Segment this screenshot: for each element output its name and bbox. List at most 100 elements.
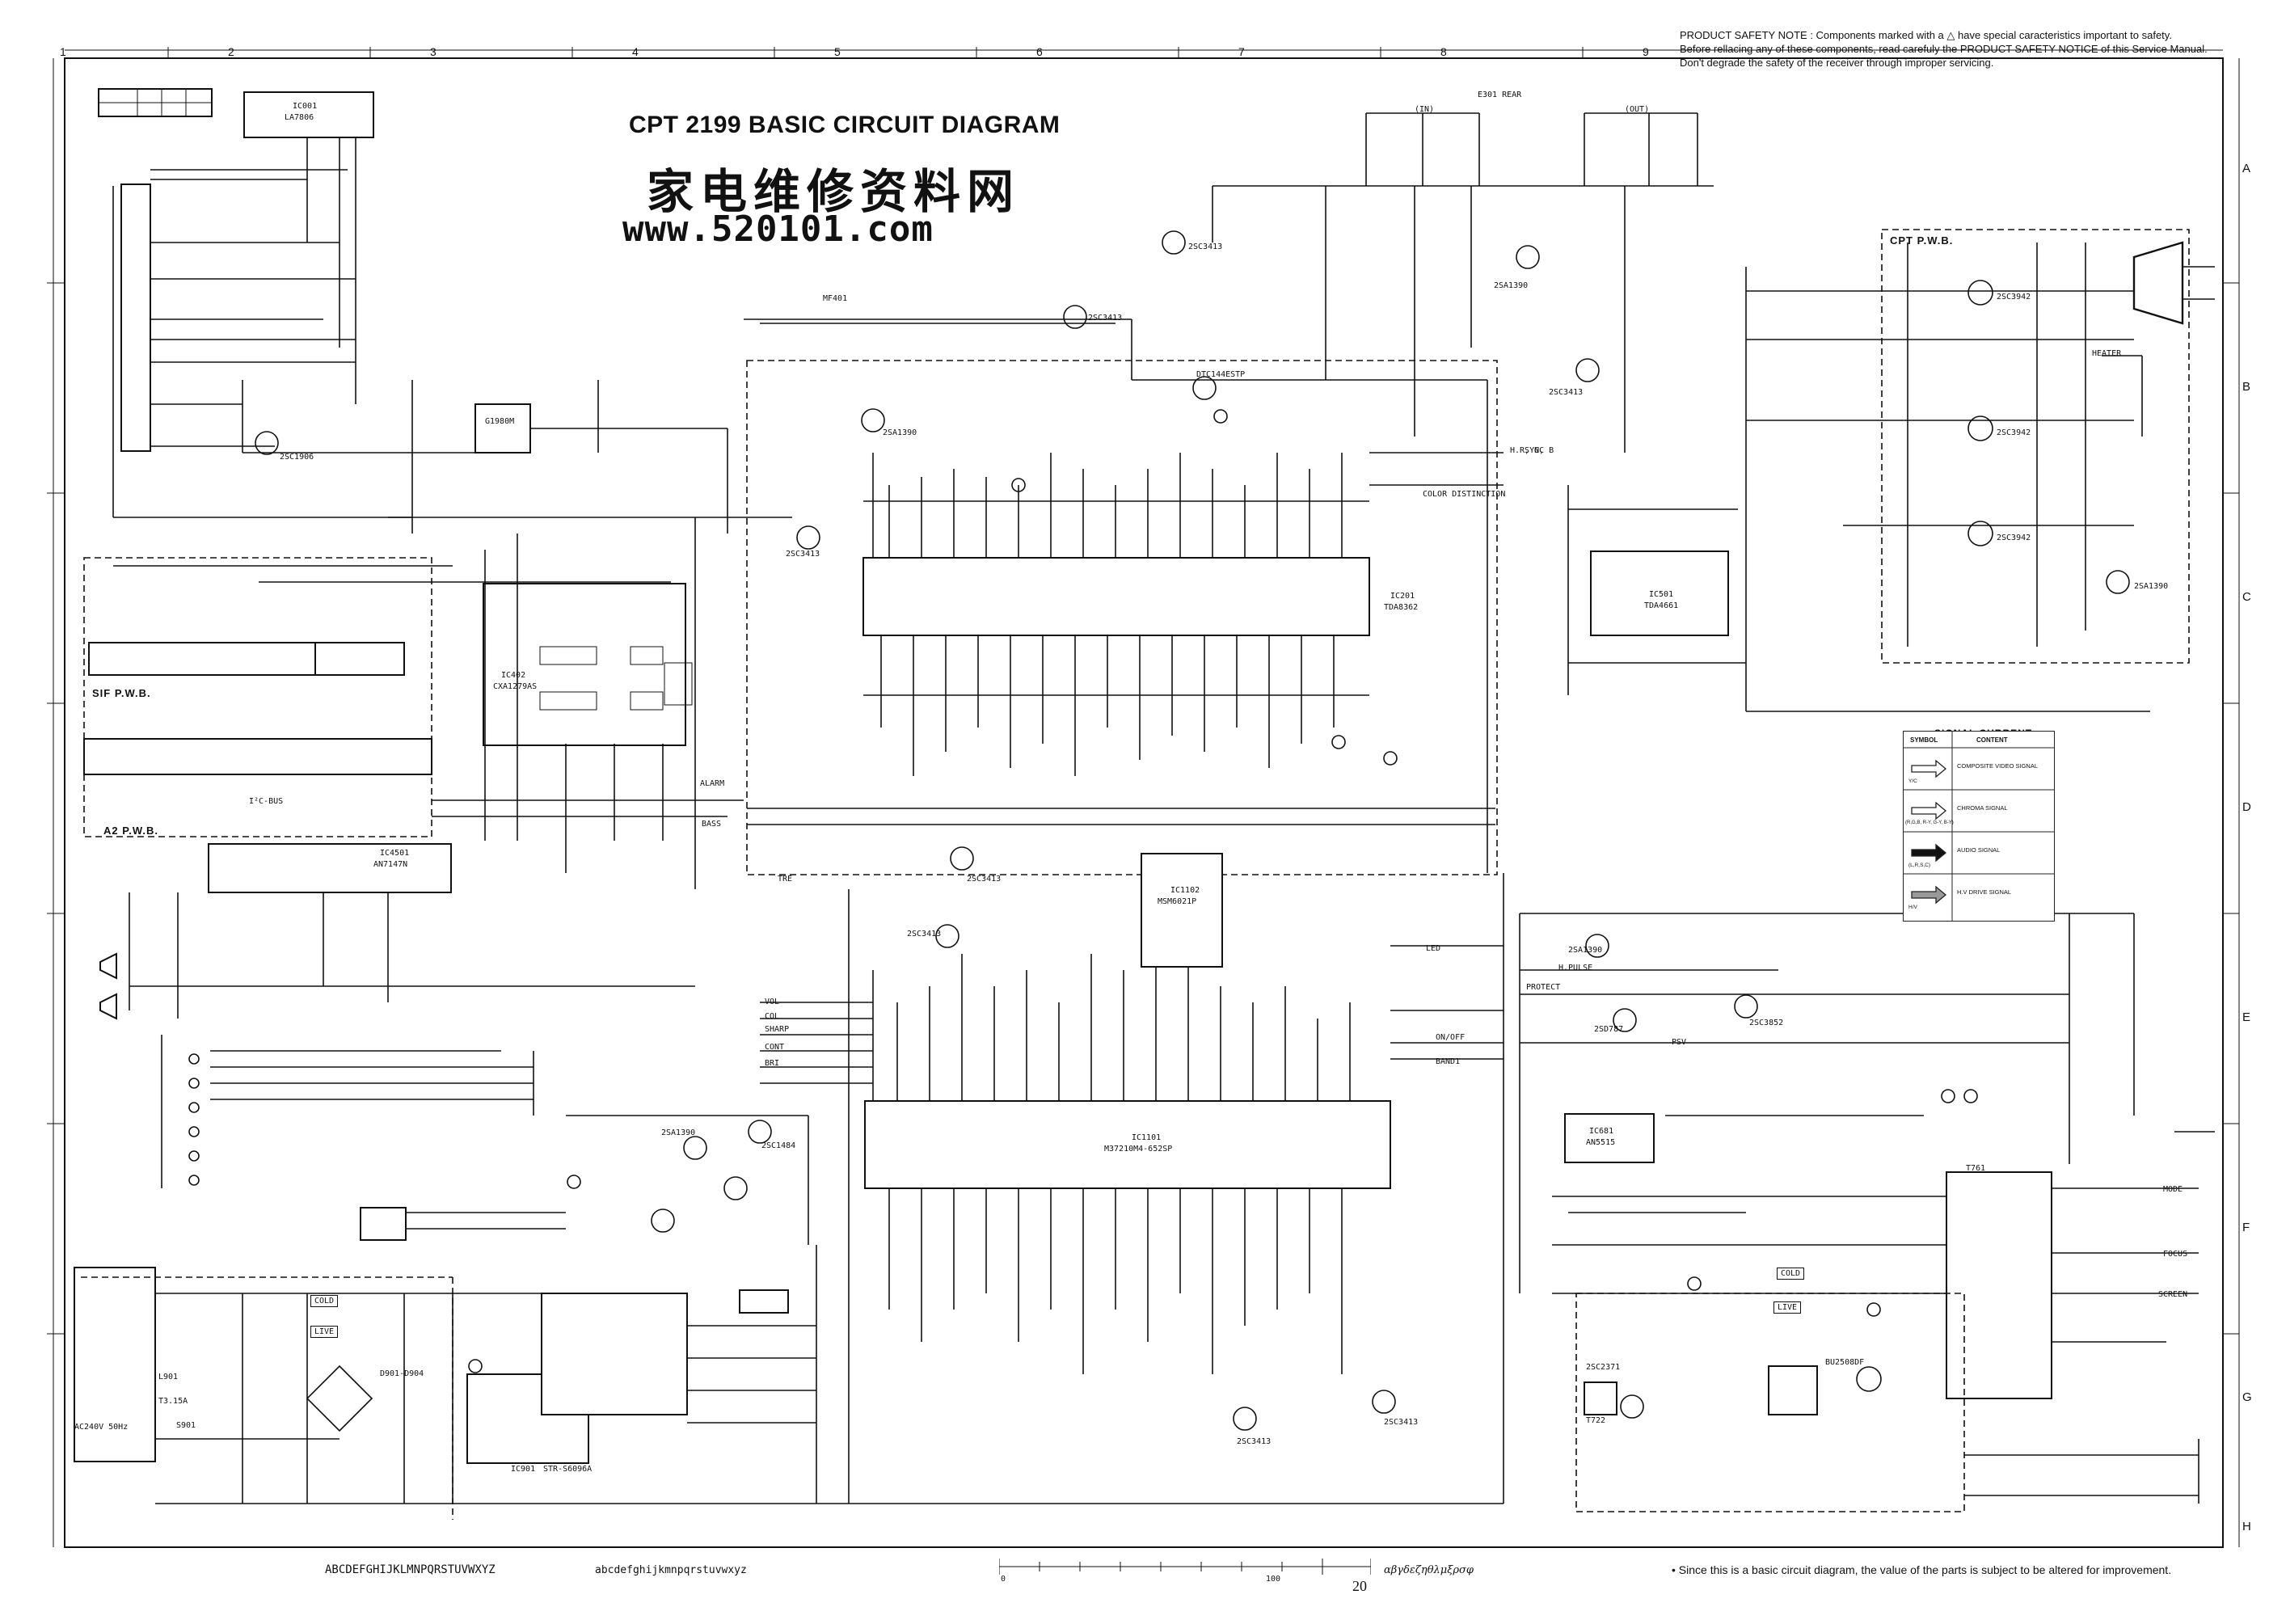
label-t761: T761 [1966, 1164, 1986, 1173]
grid-col-2: 2 [228, 45, 234, 58]
label-q1105: 2SC3413 [1384, 1418, 1419, 1427]
legend-row-1-symbol: Y/C [1908, 778, 1917, 784]
legend-row-3-symbol: (L,R,S,C) [1908, 863, 1931, 868]
net-vol: VOL [765, 998, 780, 1006]
net-heater: HEATER [2092, 349, 2122, 358]
q801-transistor [2106, 570, 2130, 594]
q722-transistor [1613, 1008, 1637, 1032]
bridge-rectifier [306, 1365, 373, 1432]
label-f901: T3.15A [158, 1397, 188, 1406]
legend-row-3-content: AUDIO SIGNAL [1957, 846, 2001, 854]
ic201-part: TDA8362 [1384, 603, 1419, 612]
legend-row-4-content: H.V DRIVE SIGNAL [1957, 888, 2012, 896]
legend-row-1-content: COMPOSITE VIDEO SIGNAL [1957, 762, 2039, 770]
q1105-transistor [1372, 1390, 1396, 1414]
label-q501: 2SA1390 [883, 428, 917, 437]
ic402-part: CXA1279AS [493, 682, 538, 691]
cp1201-remote-receiver [360, 1207, 407, 1241]
q301-transistor [1516, 245, 1540, 269]
ic4501-part: AN7147N [373, 860, 408, 869]
tuner-block [120, 183, 151, 452]
label-q301: 2SA1390 [1494, 281, 1529, 290]
tuner-if-section [98, 88, 728, 534]
ic001-part: LA7806 [285, 113, 314, 122]
net-treble: TRE [778, 875, 793, 884]
safety-note-line-1: PRODUCT SAFETY NOTE : Components marked … [1680, 29, 2172, 41]
key-switch-section [161, 1035, 566, 1241]
a2-connector [83, 738, 432, 775]
watermark-chinese: 家电维修资料网 [647, 164, 1021, 219]
net-cont: CONT [765, 1043, 785, 1052]
grid-row-h: H [2242, 1520, 2251, 1533]
grid-row-c: C [2242, 590, 2251, 604]
power-supply-section [74, 1115, 849, 1520]
q502-transistor [1063, 305, 1087, 329]
net-alarm: ALARM [700, 779, 725, 788]
label-q902: 2SA1390 [661, 1128, 696, 1137]
label-q201: 2SC1906 [280, 453, 314, 462]
live-hot-zone [1575, 1293, 1965, 1512]
grid-col-5: 5 [834, 45, 841, 58]
ac-input-label: AC240V 50Hz [74, 1423, 129, 1432]
mains-input [74, 1267, 156, 1462]
footer-greek: αβγδεζηθλμξρσφ [1384, 1564, 1474, 1576]
ic681-part: AN5515 [1586, 1138, 1616, 1147]
ic681-ref: IC681 [1589, 1127, 1614, 1136]
legend-row-2-content: CHROMA SIGNAL [1957, 804, 2008, 812]
t722-transformer [1584, 1381, 1617, 1415]
label-q401: 2SC3413 [786, 550, 820, 559]
net-focus: FOCUS [2163, 1250, 2188, 1259]
footer-alphabet-lower: abcdefghijkmnpqrstuvwxyz [595, 1564, 747, 1576]
label-d901: D901-D904 [380, 1369, 424, 1378]
grid-row-f: F [2242, 1221, 2250, 1234]
label-q1104: 2SC3413 [1237, 1437, 1272, 1446]
ic901-switcher [466, 1373, 589, 1464]
grid-row-b: B [2242, 380, 2251, 394]
relay-block [739, 1289, 789, 1314]
av-out-label: (OUT) [1625, 105, 1650, 114]
label-q503: DTC144ESTP [1196, 370, 1246, 379]
live-flag-2: LIVE [1773, 1301, 1802, 1314]
label-cp201: G1980M [485, 417, 515, 426]
q1104-transistor [1233, 1407, 1257, 1431]
drawing-border [64, 57, 2224, 1548]
label-q508: 2SC3413 [1549, 388, 1584, 397]
label-s901: S901 [176, 1421, 196, 1430]
net-rgb: R, G, B [1520, 446, 1554, 455]
ic1102-ref: IC1102 [1170, 886, 1200, 895]
label-q781: BU2508DF [1825, 1358, 1865, 1367]
q853-transistor [1967, 521, 1993, 546]
arrow-composite-icon [1911, 759, 1947, 778]
net-onoff: ON/OFF [1436, 1033, 1466, 1042]
misc-symbols [468, 409, 1978, 1373]
ic901-part: STR-S6096A [543, 1465, 593, 1474]
ic901-ref: IC901 [511, 1465, 536, 1474]
q724-transistor [1585, 934, 1609, 958]
net-col: COL [765, 1012, 780, 1021]
grid-row-e: E [2242, 1010, 2251, 1024]
q510-transistor [1162, 230, 1186, 255]
footer-note: • Since this is a basic circuit diagram,… [1672, 1563, 2172, 1576]
av-in-label: (IN) [1415, 105, 1435, 114]
label-q901: 2SC1484 [761, 1141, 796, 1150]
arrow-audio-icon [1911, 843, 1947, 863]
net-mode: MODE [2163, 1185, 2183, 1194]
q1101-transistor [950, 846, 974, 871]
net-psv: PSV [1672, 1038, 1687, 1047]
label-q1101: 2SC3413 [967, 875, 1002, 884]
a2-board-outline [83, 557, 432, 837]
q781-transistor [1856, 1366, 1882, 1392]
main-board-outline [746, 360, 1498, 875]
ic1102-chip [1141, 853, 1223, 968]
q721-transistor [1620, 1394, 1644, 1419]
grid-row-a: A [2242, 162, 2251, 175]
label-q801: 2SA1390 [2134, 582, 2169, 591]
q851-transistor [1967, 280, 1993, 306]
top-grid-ticks [65, 47, 2223, 58]
ic501-chip [1590, 550, 1729, 636]
net-protect: PROTECT [1526, 983, 1561, 992]
ic501-part: TDA4661 [1644, 601, 1679, 610]
cold-flag-2: COLD [1777, 1268, 1805, 1280]
grid-col-7: 7 [1238, 45, 1245, 58]
legend-row-4-symbol: H/V [1908, 905, 1917, 910]
